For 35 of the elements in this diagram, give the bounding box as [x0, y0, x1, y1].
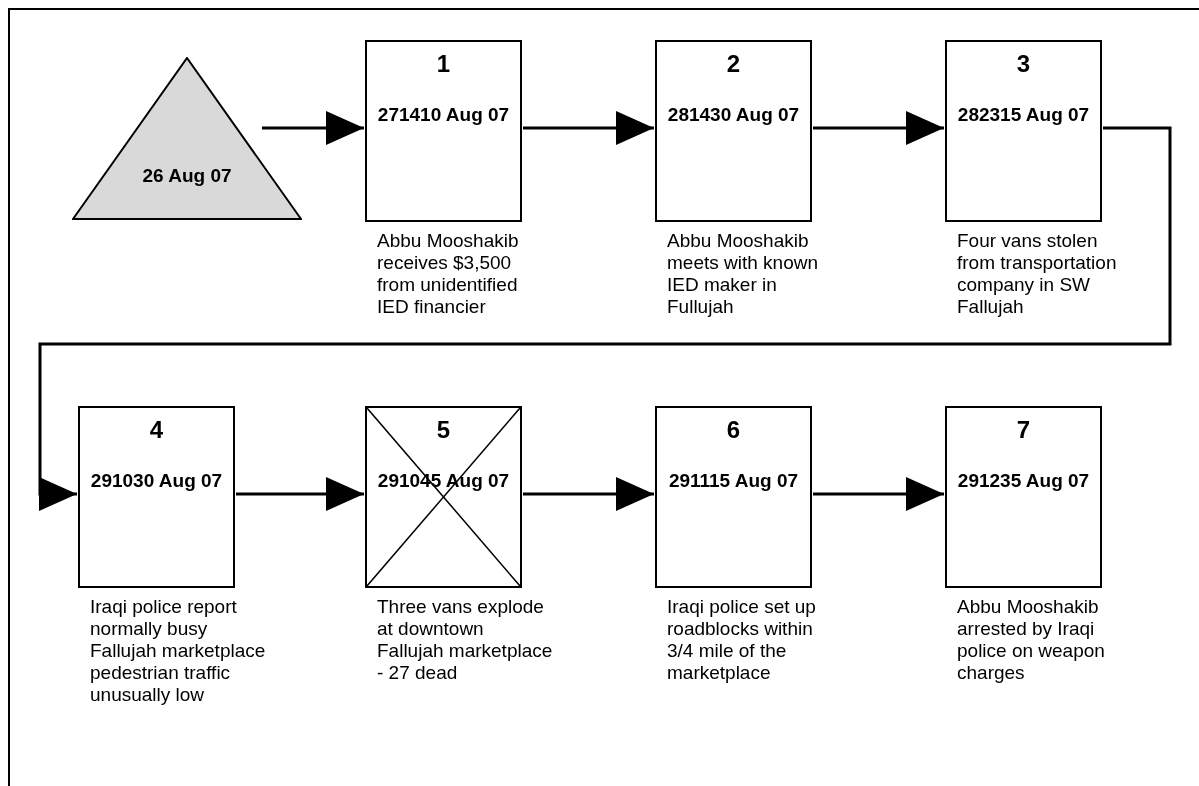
crossed-out-event-box — [365, 406, 522, 588]
event-box — [945, 406, 1102, 588]
event-timestamp: 291030 Aug 07 — [89, 470, 224, 492]
arrow — [236, 477, 364, 511]
start-triangle — [72, 57, 302, 220]
event-timestamp: 291115 Aug 07 — [667, 470, 800, 492]
arrow — [523, 477, 654, 511]
event-description: Iraqi police set up roadblocks within 3/4 mile of the marketplace — [667, 596, 817, 684]
event-number: 4 — [148, 416, 165, 444]
event-box — [945, 40, 1102, 222]
event-description: Four vans stolen from transportation company in SW Fallujah — [957, 230, 1118, 318]
event-box — [655, 406, 812, 588]
arrow — [813, 111, 944, 145]
event-description: Iraqi police report normally busy Fallujah marketplace pedestrian traffic unusually low — [90, 596, 267, 706]
event-timestamp: 271410 Aug 07 — [376, 104, 511, 126]
event-timestamp: 282315 Aug 07 — [956, 104, 1091, 126]
arrow — [813, 477, 944, 511]
arrow — [262, 111, 364, 145]
event-description: Abbu Mooshakib receives $3,500 from unidentified IED financier — [377, 230, 520, 318]
event-box — [655, 40, 812, 222]
arrow — [523, 111, 654, 145]
event-box — [78, 406, 235, 588]
event-description: Three vans explode at downtown Fallujah marketplace - 27 dead — [377, 596, 554, 684]
event-description: Abbu Mooshakib meets with known IED maker in Fullujah — [667, 230, 819, 318]
event-box — [365, 40, 522, 222]
date-label: 26 Aug 07 — [141, 165, 233, 187]
event-number: 6 — [725, 416, 742, 444]
event-number: 7 — [1015, 416, 1032, 444]
event-timestamp: 281430 Aug 07 — [666, 104, 801, 126]
event-number: 3 — [1015, 50, 1032, 78]
event-timestamp: 291235 Aug 07 — [956, 470, 1091, 492]
event-number: 1 — [435, 50, 452, 78]
event-number: 5 — [435, 416, 452, 444]
event-number: 2 — [725, 50, 742, 78]
event-description: Abbu Mooshakib arrested by Iraqi police on weapon charges — [957, 596, 1106, 684]
